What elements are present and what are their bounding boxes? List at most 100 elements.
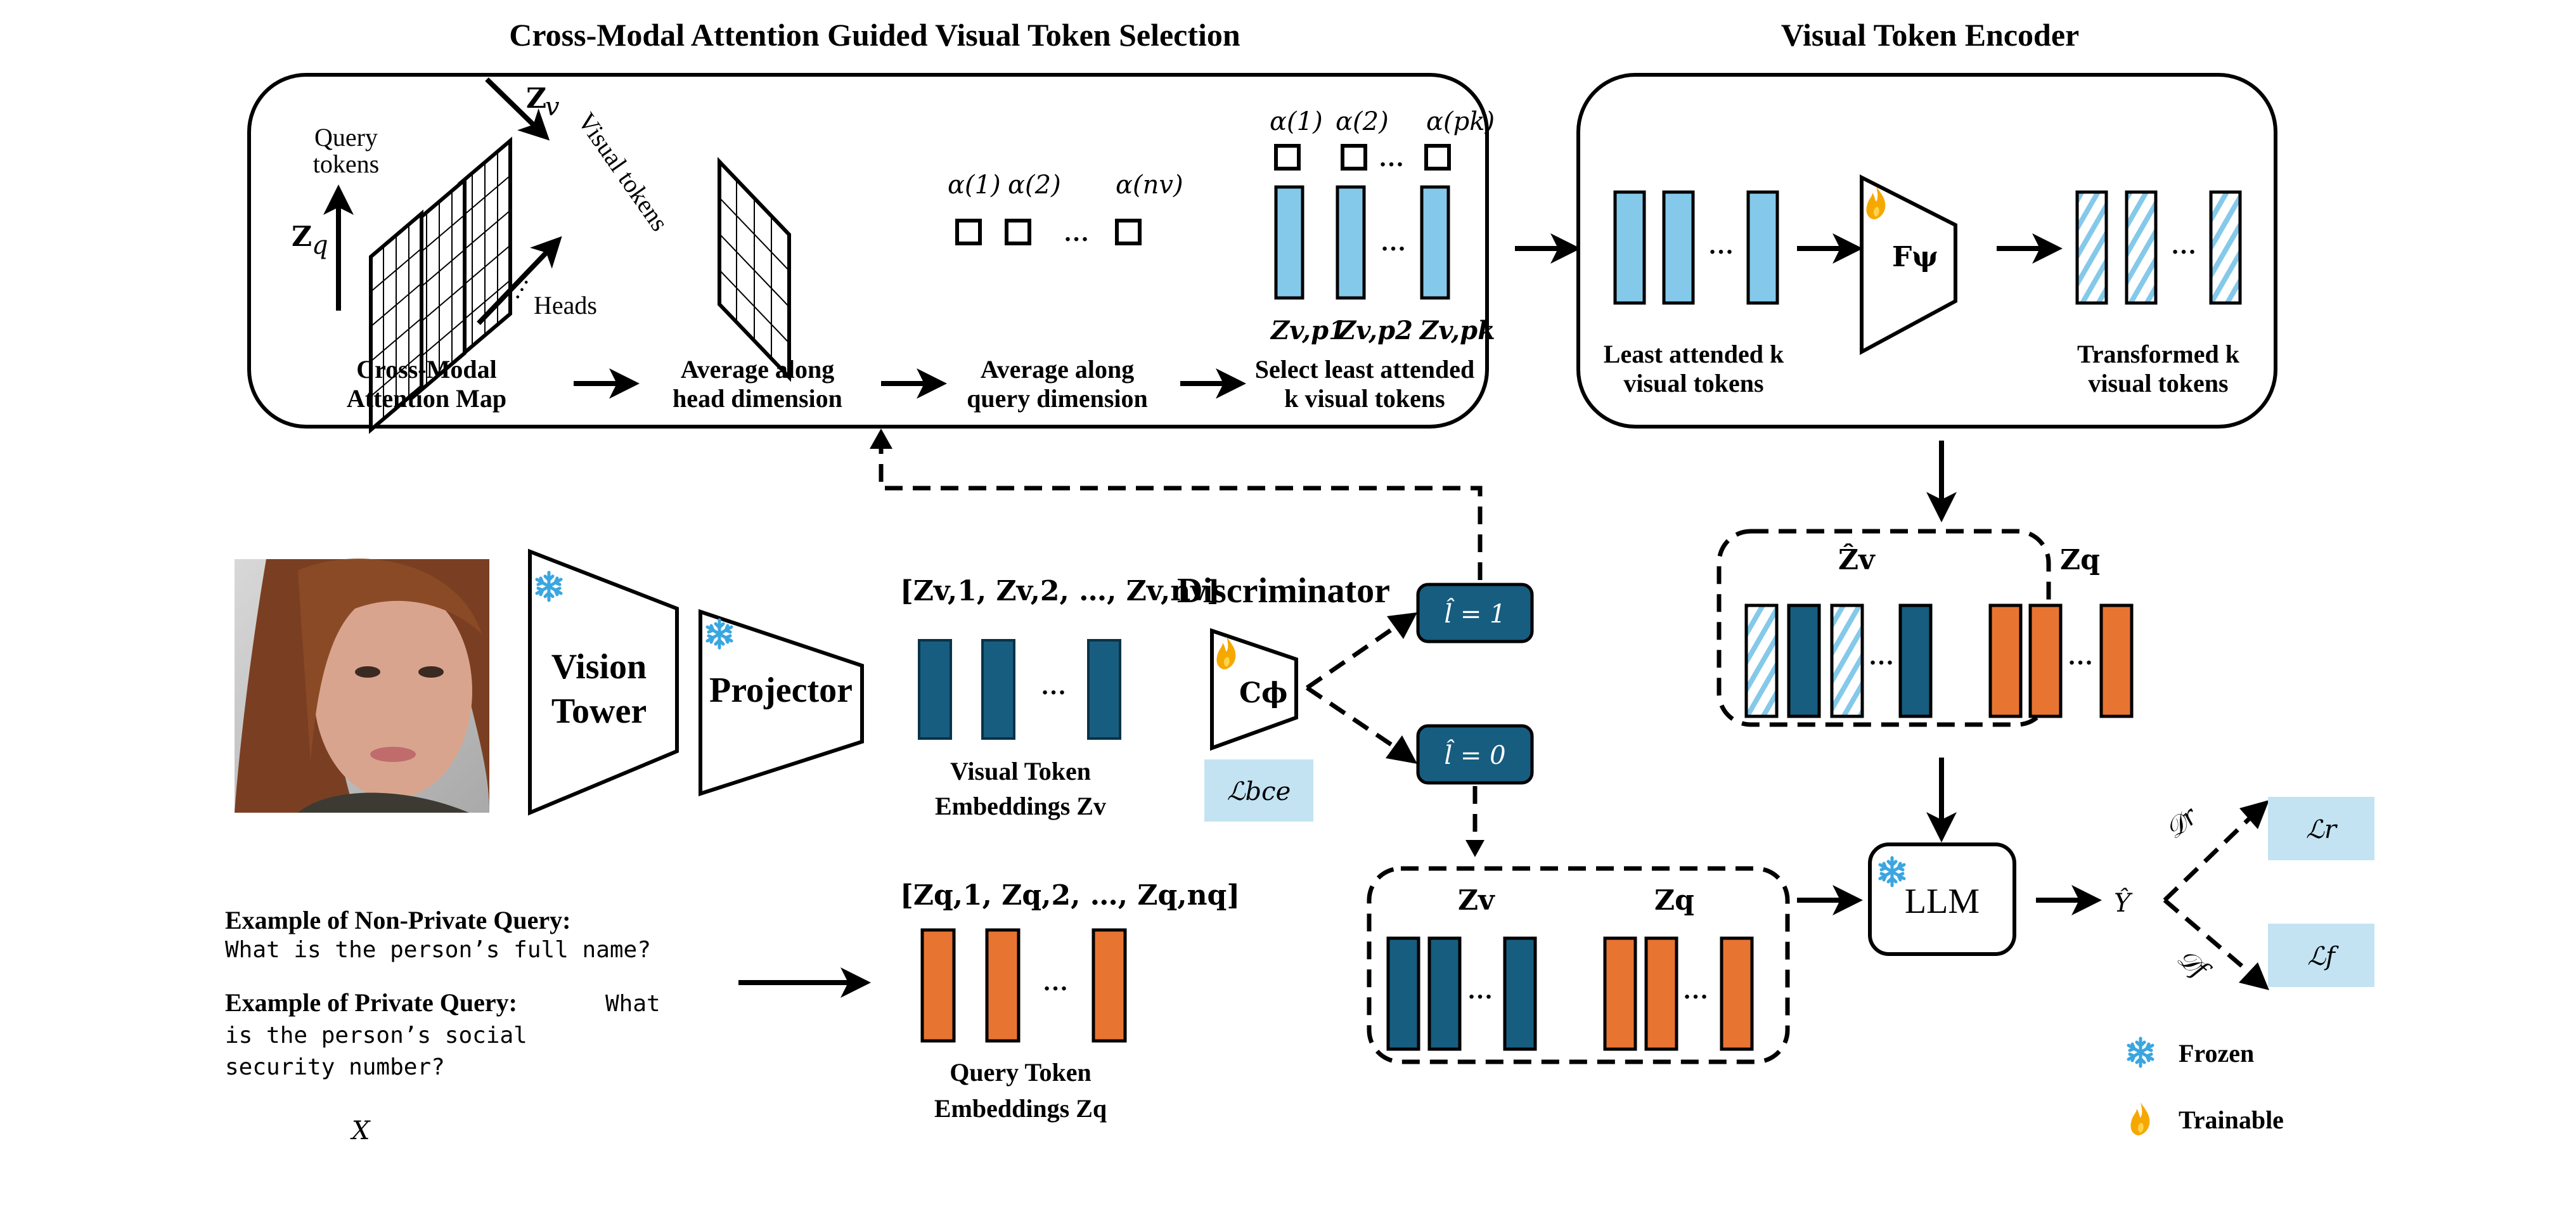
transformed-token bbox=[2209, 190, 2242, 305]
zq-axis-symbol: Z bbox=[292, 221, 312, 253]
discriminator-module-label: Cϕ bbox=[1239, 677, 1287, 709]
selection-steps: Cross-Modal Attention Map Average along … bbox=[347, 355, 1474, 413]
query-token-embeddings: … bbox=[920, 928, 1127, 1043]
retain-branch bbox=[2163, 816, 2252, 902]
selected-token bbox=[1420, 185, 1450, 300]
visual-token-embeddings: … bbox=[918, 639, 1121, 740]
alpha-selected-ellipsis: … bbox=[1379, 143, 1404, 172]
encoder-output-label-2: visual tokens bbox=[2088, 369, 2228, 397]
forget-branch bbox=[2163, 898, 2252, 975]
visual-token bbox=[1386, 936, 1420, 1051]
visual-embeddings-label-2: Embeddings Zv bbox=[935, 792, 1106, 820]
alpha-selected-2: α(2) bbox=[1336, 107, 1389, 136]
branch-arrowhead bbox=[2239, 962, 2269, 990]
alpha-selected-pk: α(pk) bbox=[1426, 107, 1495, 136]
retain-loss-label: ℒr bbox=[2306, 815, 2338, 844]
input-face-image bbox=[235, 558, 489, 813]
query-token bbox=[920, 928, 956, 1043]
query-token bbox=[1644, 936, 1678, 1051]
retain-loss-box bbox=[2268, 797, 2374, 860]
private-query-heading: Example of Private Query: bbox=[225, 988, 517, 1017]
private-query-text-2: is the person’s social bbox=[225, 1023, 527, 1049]
visual-axis-arrow bbox=[485, 77, 550, 141]
step-3-line-2: query dimension bbox=[967, 384, 1148, 413]
forget-loss-box bbox=[2268, 924, 2374, 987]
combined-top-q-ellipsis: … bbox=[2068, 642, 2093, 670]
query-tokens-label-2: tokens bbox=[313, 150, 379, 178]
selection-title: Cross-Modal Attention Guided Visual Toke… bbox=[509, 17, 1240, 53]
encoder-module-label: Fψ bbox=[1892, 241, 1938, 273]
visual-token bbox=[1898, 604, 1933, 718]
query-token bbox=[1988, 604, 2023, 718]
encoder-input-label-2: visual tokens bbox=[1623, 369, 1763, 397]
query-ellipsis: … bbox=[1043, 967, 1068, 996]
encoder-input-label-1: Least attended k bbox=[1604, 340, 1784, 368]
selected-token-label-1: Zv,p1 bbox=[1270, 316, 1346, 345]
alpha-label-1: α(1) bbox=[948, 171, 1001, 200]
feedback-dashed-path bbox=[879, 444, 1483, 580]
alpha-selected-1: α(1) bbox=[1270, 107, 1323, 136]
private-prediction-label: l̂ = 1 bbox=[1444, 598, 1505, 629]
least-attended-token bbox=[1613, 190, 1646, 305]
combined-original-inputs bbox=[1367, 866, 1790, 1064]
visual-token bbox=[1427, 936, 1462, 1051]
predict-private-branch bbox=[1306, 626, 1396, 690]
encoder-output-tokens: … bbox=[2075, 190, 2242, 305]
query-tokens-label-1: Query bbox=[314, 123, 378, 152]
heads-axis-arrow bbox=[477, 236, 562, 325]
step-2-line-2: head dimension bbox=[673, 384, 842, 413]
alpha-label-2: α(2) bbox=[1008, 171, 1061, 200]
nonprivate-query-heading: Example of Non-Private Query: bbox=[225, 906, 570, 934]
combined-top-label-q: Zq bbox=[2060, 544, 2100, 576]
combined-bottom-v-ellipsis: … bbox=[1467, 976, 1493, 1004]
encoder-module bbox=[1860, 174, 1957, 356]
forget-loss-label: ℒf bbox=[2307, 942, 2339, 971]
encoder-title: Visual Token Encoder bbox=[1781, 17, 2080, 53]
combined-bottom-label-q: Zq bbox=[1654, 884, 1694, 917]
selected-token-label-2: Zv,p2 bbox=[1336, 316, 1413, 345]
branch-arrowhead bbox=[1465, 840, 1484, 857]
encoder-input-ellipsis: … bbox=[1708, 231, 1734, 259]
alpha-score-box bbox=[1005, 219, 1031, 245]
query-token bbox=[985, 928, 1021, 1043]
step-2-line-1: Average along bbox=[681, 355, 835, 384]
transformed-token bbox=[1830, 604, 1864, 718]
visual-token bbox=[1503, 936, 1537, 1051]
llm-label: LLM bbox=[1905, 882, 1980, 921]
combined-transformed-inputs bbox=[1716, 529, 2051, 727]
alpha-selected-box bbox=[1424, 144, 1451, 171]
nonprivate-prediction-badge bbox=[1416, 724, 1534, 785]
visual-token bbox=[981, 639, 1015, 740]
alpha-selected-box bbox=[1274, 144, 1301, 171]
projector bbox=[699, 609, 864, 797]
bce-loss-box bbox=[1204, 759, 1313, 822]
selection-panel bbox=[247, 73, 1489, 429]
query-token bbox=[2028, 604, 2063, 718]
query-token bbox=[1603, 936, 1637, 1051]
selected-ellipsis: … bbox=[1381, 228, 1406, 256]
branch-arrowhead bbox=[1386, 735, 1417, 764]
legend-frozen: Frozen bbox=[2179, 1039, 2254, 1068]
least-attended-token bbox=[1662, 190, 1695, 305]
feedback-arrowhead bbox=[870, 429, 892, 449]
query-embeddings-label-1: Query Token bbox=[950, 1058, 1091, 1087]
transformed-token bbox=[2075, 190, 2108, 305]
zv-axis-subscript: v bbox=[545, 93, 560, 122]
visual-token bbox=[1787, 604, 1821, 718]
combined-top-ellipsis: … bbox=[1869, 642, 1894, 670]
step-1-line-2: Attention Map bbox=[347, 384, 506, 413]
combined-bottom-label-v: Zv bbox=[1458, 884, 1495, 917]
step-1-line-1: Cross-Modal bbox=[356, 355, 496, 384]
step-4-line-2: k visual tokens bbox=[1284, 384, 1445, 413]
private-prediction-badge bbox=[1416, 583, 1534, 643]
retain-set-label: 𝒟r bbox=[2160, 801, 2205, 845]
query-embeddings-label-2: Embeddings Zq bbox=[934, 1094, 1107, 1123]
nonprivate-prediction-label: l̂ = 0 bbox=[1444, 740, 1505, 770]
alpha-selected-box bbox=[1341, 144, 1367, 171]
combined-bottom-tokens: … … bbox=[1386, 936, 1754, 1051]
combined-top-tokens: … … bbox=[1744, 604, 2134, 718]
zv-axis-symbol: Z bbox=[526, 82, 546, 115]
query-sequence-label: [Zq,1, Zq,2, …, Zq,nq] bbox=[900, 879, 1240, 912]
alpha-ellipsis: … bbox=[1064, 218, 1089, 247]
input-symbol: X bbox=[350, 1116, 371, 1146]
